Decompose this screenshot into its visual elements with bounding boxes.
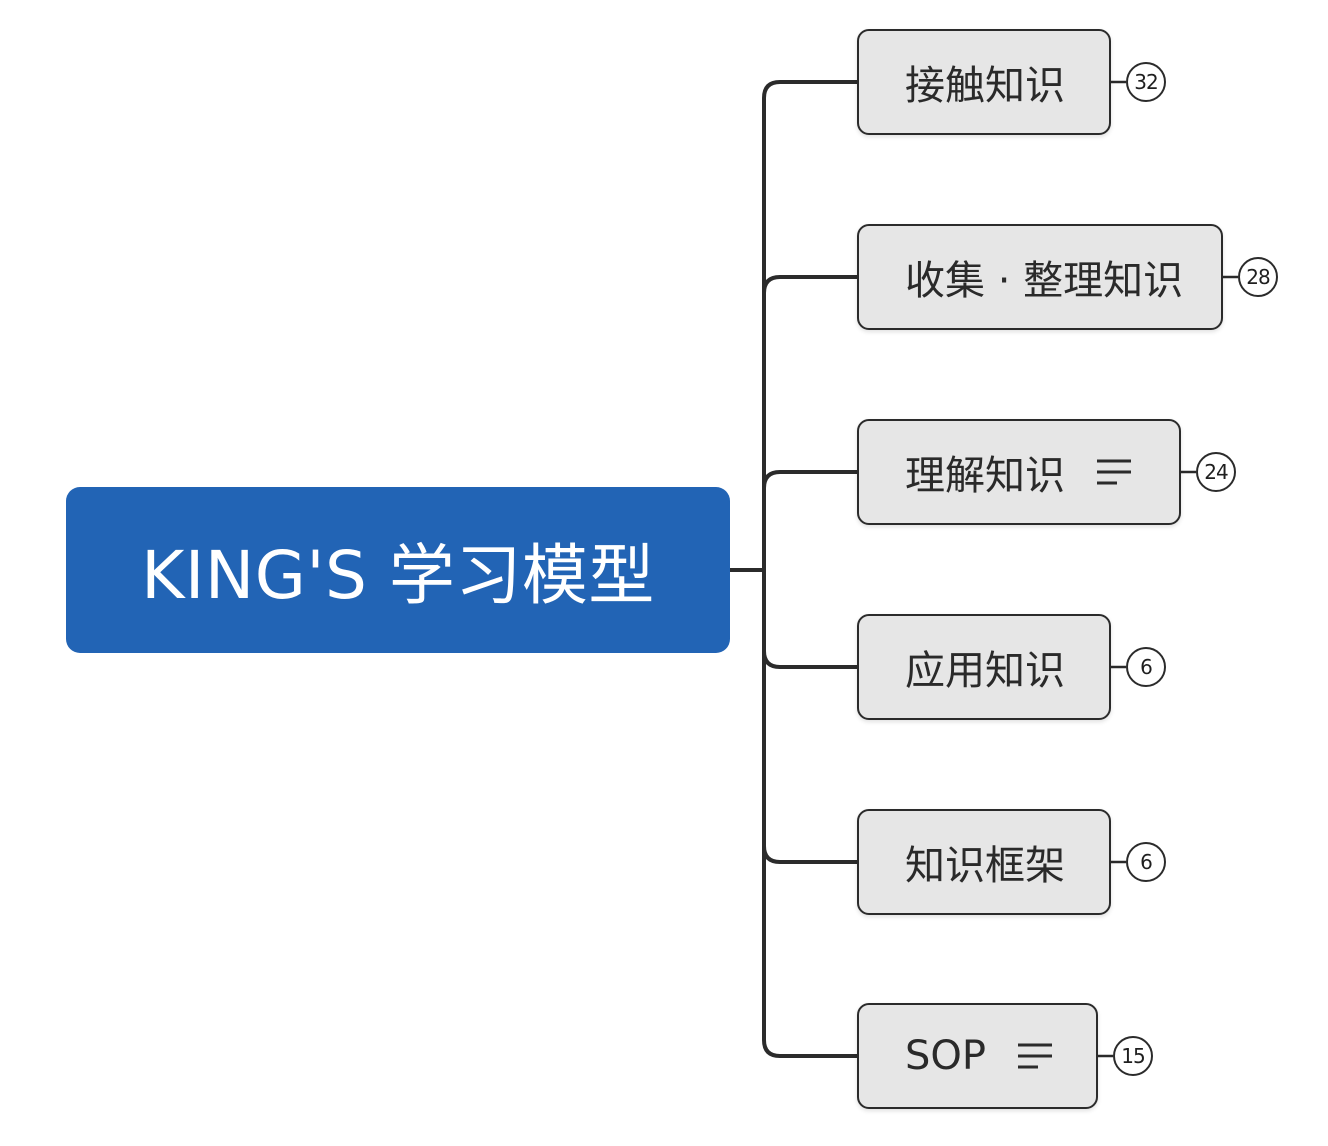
branch-topic-label: 知识框架 bbox=[905, 843, 1065, 889]
branch-connector bbox=[762, 470, 858, 489]
branch-topic-sop[interactable]: SOP bbox=[857, 1003, 1098, 1109]
branch-topic-collect-organize-knowledge[interactable]: 收集 · 整理知识 bbox=[857, 224, 1223, 330]
collapsed-count-badge[interactable]: 6 bbox=[1126, 647, 1166, 687]
notes-lines-icon[interactable] bbox=[1095, 458, 1133, 486]
branch-topic-knowledge-framework[interactable]: 知识框架 bbox=[857, 809, 1111, 915]
branch-topic-label: 收集 · 整理知识 bbox=[905, 258, 1184, 304]
branch-connector bbox=[762, 650, 858, 669]
notes-lines-icon[interactable] bbox=[1016, 1042, 1054, 1070]
collapsed-count-badge[interactable]: 32 bbox=[1126, 62, 1166, 102]
branch-topic-contact-knowledge[interactable]: 接触知识 bbox=[857, 29, 1111, 135]
trunk-line bbox=[762, 80, 858, 1058]
branch-connector bbox=[762, 845, 858, 864]
root-topic-label: KING'S 学习模型 bbox=[141, 537, 655, 614]
root-topic[interactable]: KING'S 学习模型 bbox=[66, 487, 730, 653]
collapsed-count-badge[interactable]: 15 bbox=[1113, 1036, 1153, 1076]
branch-topic-label: 理解知识 bbox=[905, 453, 1065, 499]
collapsed-count-badge[interactable]: 6 bbox=[1126, 842, 1166, 882]
branch-topic-label: 应用知识 bbox=[905, 648, 1065, 694]
branch-topic-understand-knowledge[interactable]: 理解知识 bbox=[857, 419, 1181, 525]
branch-topic-label: 接触知识 bbox=[905, 63, 1065, 109]
collapsed-count-badge[interactable]: 28 bbox=[1238, 257, 1278, 297]
collapsed-count-badge[interactable]: 24 bbox=[1196, 452, 1236, 492]
branch-connector bbox=[762, 275, 858, 294]
branch-topic-apply-knowledge[interactable]: 应用知识 bbox=[857, 614, 1111, 720]
branch-topic-label: SOP bbox=[905, 1033, 986, 1079]
